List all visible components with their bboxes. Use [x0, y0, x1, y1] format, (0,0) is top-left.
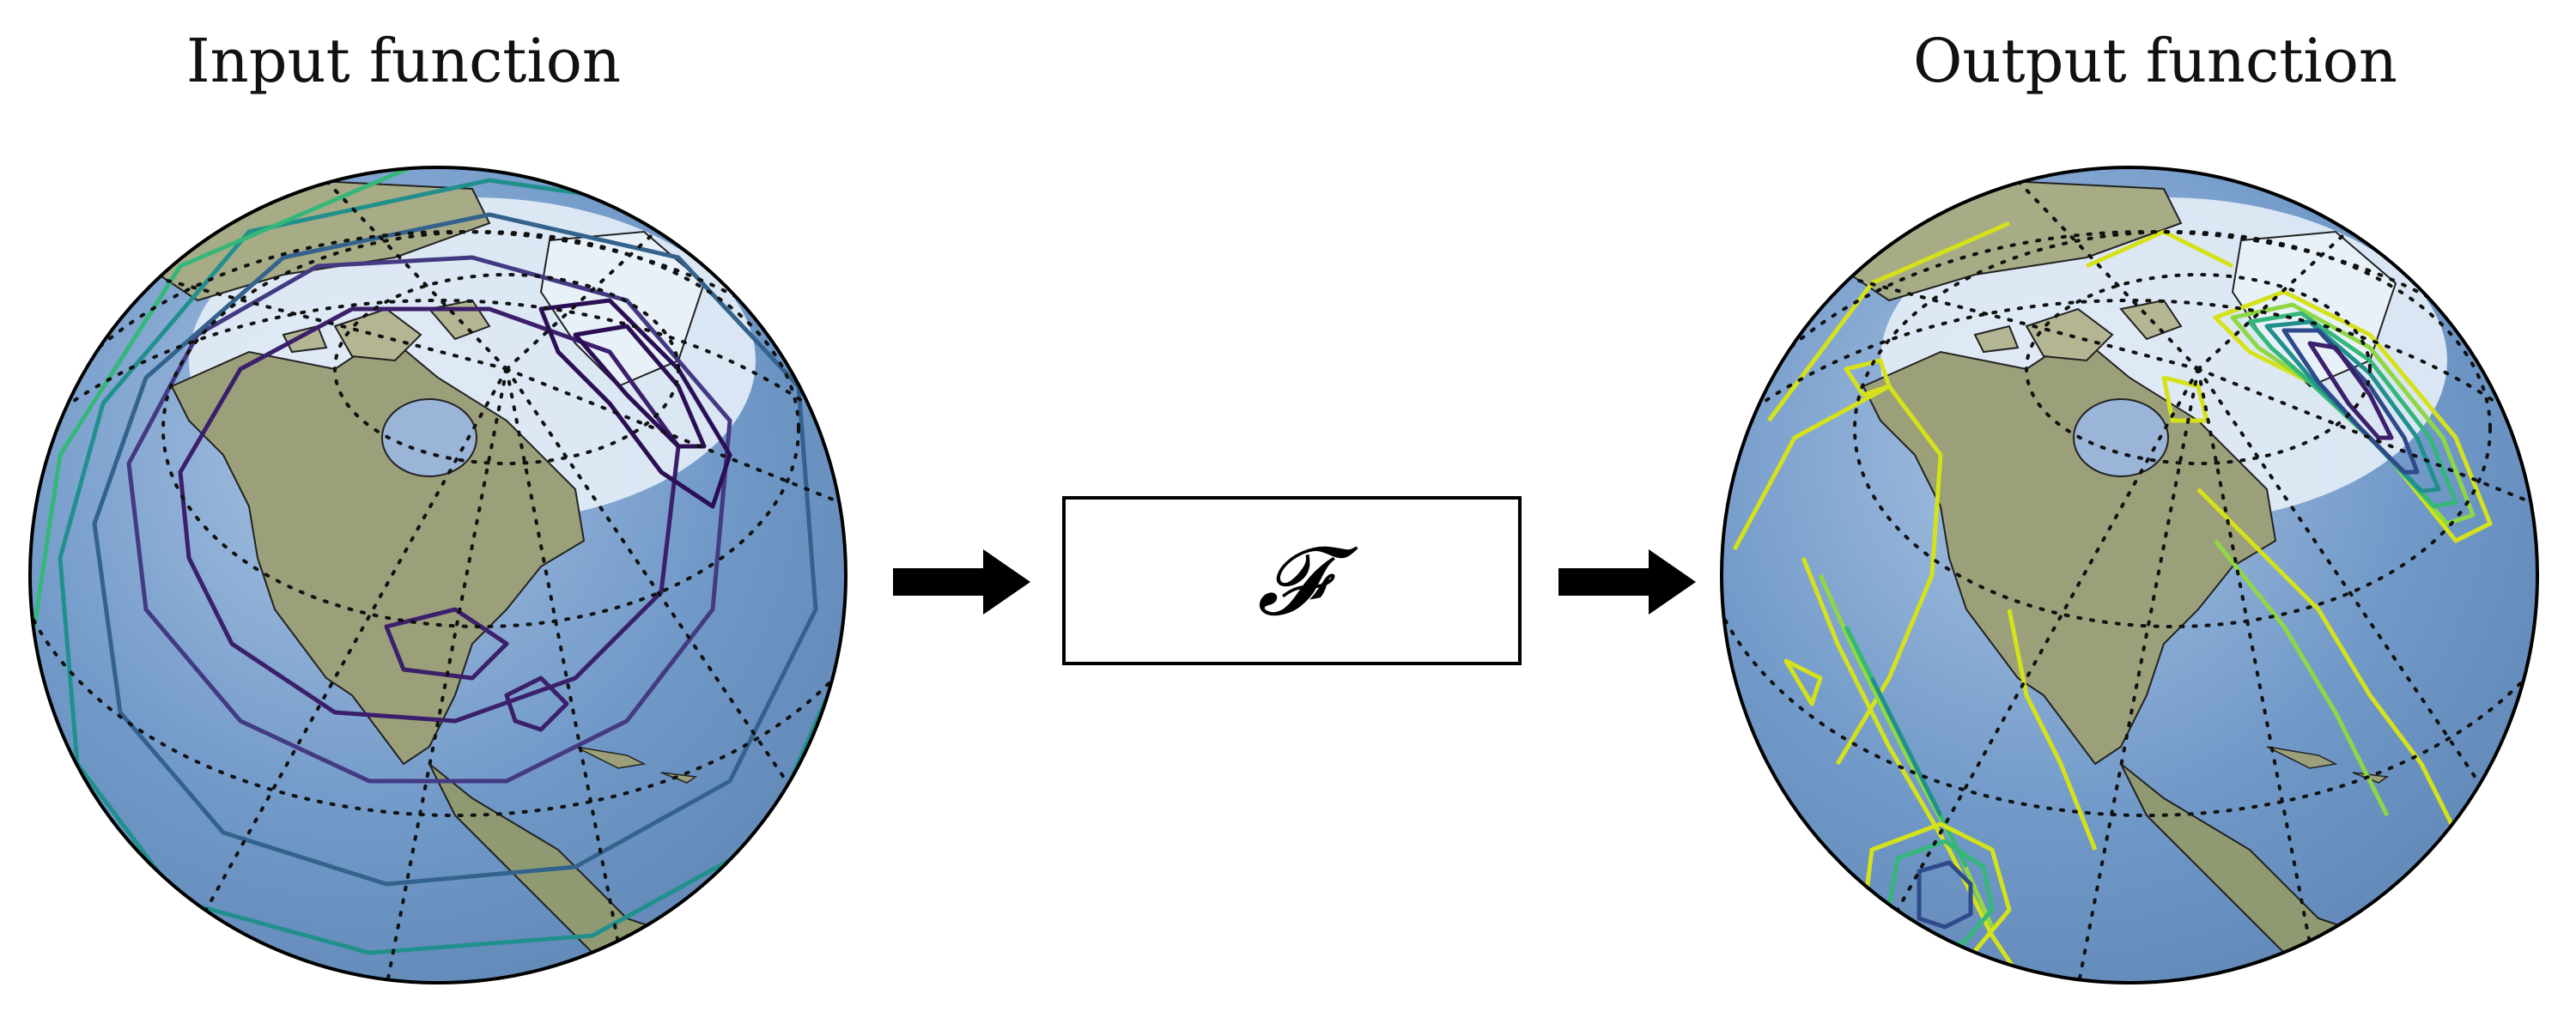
input-function-title: Input function: [185, 26, 622, 96]
hudson-bay: [381, 398, 477, 477]
contour-line: [2247, 311, 2458, 509]
contour-line: [538, 298, 732, 509]
contour-line: [2007, 609, 2098, 851]
hudson-bay: [2073, 398, 2169, 477]
operator-symbol: 𝓕: [1256, 525, 1327, 636]
graticule: [30, 167, 846, 983]
contour-line: [2213, 289, 2493, 543]
output-function-title: Output function: [1913, 26, 2397, 96]
contour-line: [1732, 384, 1943, 766]
contour-line: [126, 255, 732, 784]
contour-line: [1917, 860, 1973, 930]
globe-outline: [28, 166, 848, 985]
operator-box: 𝓕: [1062, 496, 1522, 665]
arrow-to-operator: [893, 549, 1030, 615]
contour-line: [1801, 557, 2029, 983]
contour-line: [1869, 676, 1943, 817]
greenland-landmass: [539, 230, 706, 388]
contour-line: [1844, 358, 1892, 397]
input-globe: [28, 166, 848, 985]
north-america-landmass: [1862, 333, 2277, 766]
contour-line: [92, 212, 818, 887]
contour-line: [504, 676, 569, 732]
contour-line: [2214, 539, 2390, 817]
output-globe: [1720, 166, 2539, 985]
globe-outline: [1720, 166, 2539, 985]
contour-line: [2307, 341, 2394, 440]
contour-line: [2230, 302, 2476, 526]
contour-line: [178, 306, 681, 724]
contour-line: [384, 607, 509, 681]
arctic-islands: [1973, 299, 2183, 362]
contour-line: [1818, 573, 1995, 929]
contour-line: [1783, 658, 1823, 706]
contour-line: [2196, 488, 2476, 869]
arctic-islands: [282, 299, 491, 362]
contour-line: [573, 324, 707, 449]
arrow-to-output: [1558, 549, 1696, 615]
graticule: [1722, 167, 2537, 983]
